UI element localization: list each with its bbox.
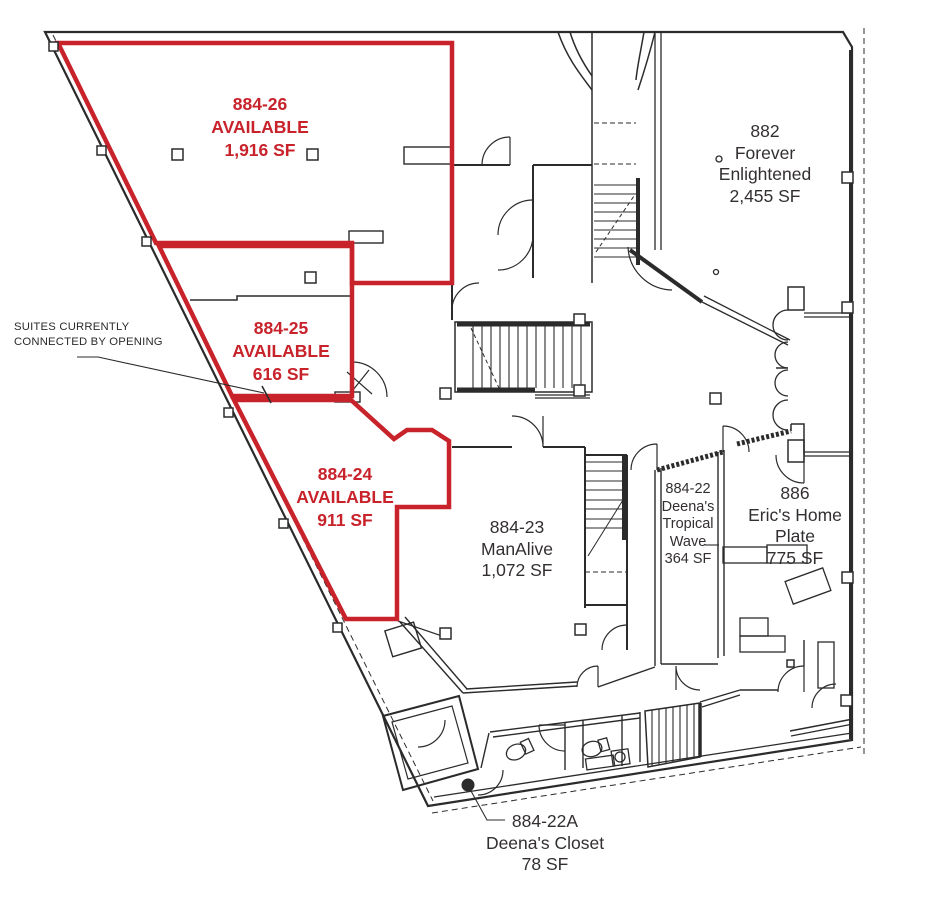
- suite-884-22-id: 884-22: [665, 481, 711, 497]
- bottom-stair: [644, 702, 702, 768]
- side-stair: [585, 461, 627, 573]
- suite-884-25-area: 616 SF: [252, 364, 310, 384]
- suite-886-area: 775 SF: [766, 547, 824, 568]
- suite-884-24-id: 884-24: [317, 464, 373, 484]
- closet-dot: [461, 778, 475, 792]
- suite-886-tenant1: Eric's Home: [748, 504, 842, 525]
- suite-884-26-id: 884-26: [232, 94, 288, 114]
- upper-stair: [594, 122, 636, 258]
- suite-886-id: 886: [780, 483, 810, 503]
- suite-886-tenant2: Plate: [775, 526, 815, 546]
- suite-884-25-label: 884-25 AVAILABLE 616 SF: [232, 317, 330, 386]
- closet-leader: [470, 790, 505, 821]
- suite-884-26-label: 884-26 AVAILABLE 1,916 SF: [211, 93, 309, 162]
- suite-882-id: 882: [750, 121, 780, 141]
- suite-884-22-tenant2: Tropical: [662, 516, 714, 532]
- annotation-leader: [77, 356, 265, 394]
- suite-884-25-outline: [155, 243, 355, 399]
- sink: [610, 748, 631, 767]
- suite-882-tenant1: Forever: [734, 142, 796, 163]
- suite-886-label: 886 Eric's Home Plate 775 SF: [748, 483, 842, 569]
- suite-884-24-area: 911 SF: [317, 510, 373, 530]
- suite-884-22a-area: 78 SF: [521, 854, 569, 874]
- suite-884-22-area: 364 SF: [664, 551, 712, 567]
- columns: [48, 41, 854, 707]
- suite-884-22a-tenant: Deena's Closet: [485, 832, 605, 853]
- suite-882-tenant2: Enlightened: [718, 164, 812, 184]
- suite-884-22-tenant1: Deena's: [661, 498, 715, 515]
- suite-884-22-label: 884-22 Deena's Tropical Wave 364 SF: [662, 481, 715, 569]
- toilet-1: [505, 737, 535, 761]
- fixtures: [505, 155, 835, 771]
- suite-884-23-tenant: ManAlive: [481, 538, 553, 559]
- suite-882-label: 882 Forever Enlightened 2,455 SF: [719, 121, 811, 207]
- wall-doors: [334, 146, 452, 403]
- annotation-line1: SUITES CURRENTLY: [14, 321, 130, 333]
- door-arcs: [346, 136, 837, 796]
- available-suite-outlines: [54, 40, 455, 622]
- suite-884-26-status: AVAILABLE: [211, 117, 309, 137]
- suite-884-25-status: AVAILABLE: [232, 341, 330, 361]
- suite-884-24-label: 884-24 AVAILABLE 911 SF: [296, 463, 394, 532]
- suite-884-23-label: 884-23 ManAlive 1,072 SF: [481, 517, 553, 582]
- suite-884-25-id: 884-25: [253, 318, 309, 338]
- suite-884-24-outline: [230, 397, 452, 622]
- connected-suites-annotation: SUITES CURRENTLY CONNECTED BY OPENING: [14, 320, 163, 350]
- opening-tick: [261, 385, 272, 404]
- suite-884-24-status: AVAILABLE: [296, 487, 394, 507]
- annotation-line2: CONNECTED BY OPENING: [14, 336, 163, 348]
- toilet-2: [581, 737, 611, 758]
- suite-884-23-id: 884-23: [489, 517, 545, 537]
- suite-882-area: 2,455 SF: [729, 185, 801, 206]
- suite-884-26-area: 1,916 SF: [224, 140, 296, 160]
- suite-884-22a-id: 884-22A: [511, 811, 579, 831]
- suite-884-23-area: 1,072 SF: [481, 560, 553, 580]
- suite-884-22-tenant3: Wave: [669, 533, 707, 550]
- leader-lines: [77, 356, 719, 821]
- interior-walls: [190, 31, 854, 770]
- central-stair: [454, 321, 593, 399]
- suite-884-22a-label: 884-22A Deena's Closet 78 SF: [486, 811, 604, 876]
- elevator-room: [381, 621, 480, 792]
